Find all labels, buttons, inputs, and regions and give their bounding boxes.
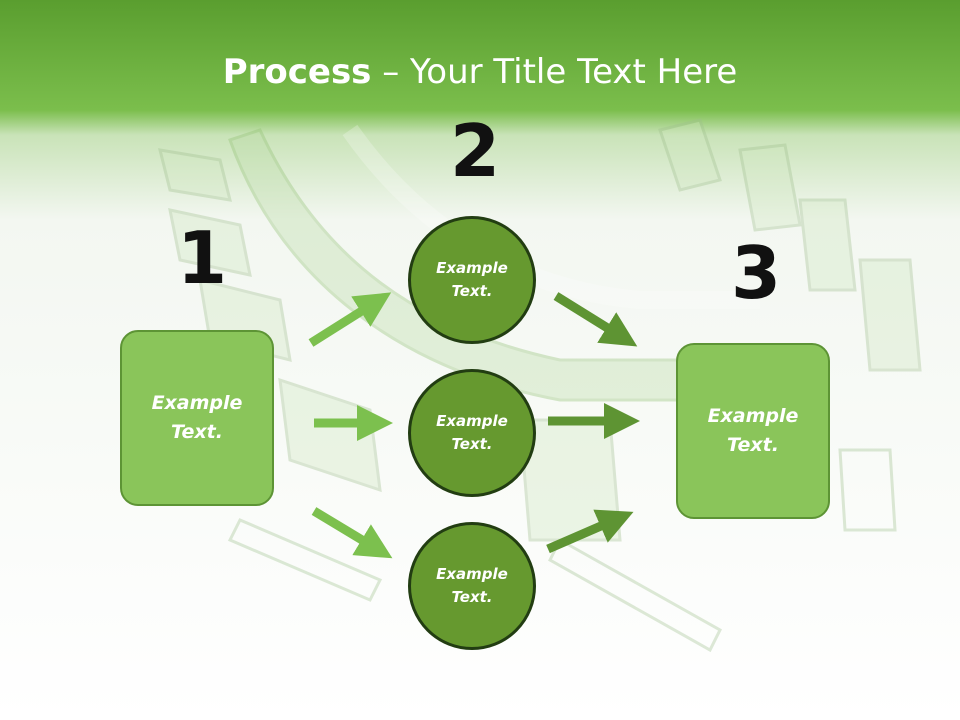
step-3-line-2: Text. xyxy=(727,434,779,456)
circle-bottom-text: Example Text. xyxy=(436,563,508,609)
step-2-circle-middle: Example Text. xyxy=(408,369,536,497)
circle-bottom-line-2: Text. xyxy=(451,588,493,606)
step-1-text: Example Text. xyxy=(152,389,243,447)
circle-top-line-2: Text. xyxy=(451,282,493,300)
step-1-line-1: Example xyxy=(151,392,243,414)
step-3-line-1: Example xyxy=(707,405,799,427)
circle-middle-line-1: Example xyxy=(436,412,508,430)
step-number-3: 3 xyxy=(731,231,782,315)
step-number-2: 2 xyxy=(450,109,501,193)
step-1-line-2: Text. xyxy=(171,421,223,443)
step-3-box: Example Text. xyxy=(676,343,830,519)
circle-middle-text: Example Text. xyxy=(436,410,508,456)
circle-top-text: Example Text. xyxy=(436,257,508,303)
title-rest: – Your Title Text Here xyxy=(371,52,738,92)
circle-top-line-1: Example xyxy=(436,259,508,277)
step-2-circle-top: Example Text. xyxy=(408,216,536,344)
step-3-text: Example Text. xyxy=(708,402,799,460)
step-1-box: Example Text. xyxy=(120,330,274,506)
circle-middle-line-2: Text. xyxy=(451,435,493,453)
title-bold: Process xyxy=(222,52,372,92)
step-2-circle-bottom: Example Text. xyxy=(408,522,536,650)
slide-title: Process – Your Title Text Here xyxy=(0,52,960,92)
step-number-1: 1 xyxy=(177,216,228,300)
circle-bottom-line-1: Example xyxy=(436,565,508,583)
